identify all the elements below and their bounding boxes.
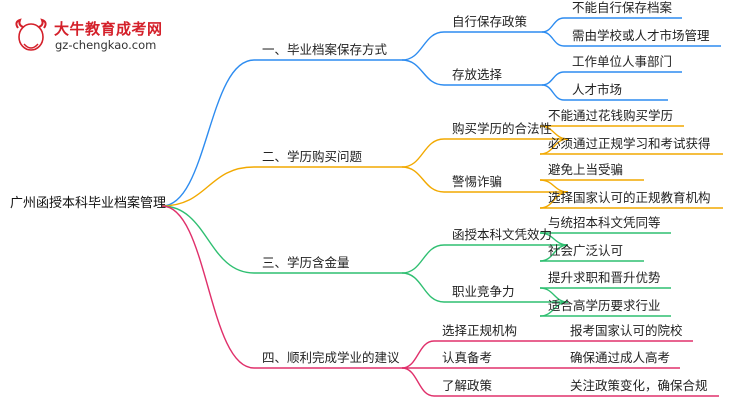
leaf-connector (541, 71, 565, 86)
branch-connector (161, 59, 255, 207)
subtopic-node: 购买学历的合法性 (452, 121, 553, 136)
leaf-connector (541, 17, 565, 33)
subtopic-node: 函授本科文凭效力 (452, 227, 553, 242)
subtopic-connector (401, 340, 435, 369)
bull-logo-icon (15, 18, 47, 51)
leaf-node: 需由学校或人才市场管理 (572, 28, 710, 43)
branch-node: 二、学历购买问题 (262, 149, 363, 164)
subtopic-connector (401, 138, 445, 168)
leaf-node: 关注政策变化，确保合规 (570, 378, 708, 393)
logo-title: 大牛教育成考网 (54, 20, 163, 38)
subtopic-connector (401, 166, 445, 193)
subtopic-connector (401, 367, 435, 397)
subtopic-node: 选择正规机构 (442, 323, 518, 338)
subtopic-connector (401, 59, 445, 86)
branch-node: 四、顺利完成学业的建议 (262, 350, 400, 365)
leaf-node: 提升求职和晋升优势 (548, 270, 661, 285)
branch-node: 一、毕业档案保存方式 (262, 42, 388, 57)
leaf-node: 报考国家认可的院校 (570, 323, 683, 338)
subtopic-node: 存放选择 (452, 67, 503, 82)
leaf-node: 必须通过正规学习和考试获得 (548, 136, 711, 151)
leaf-node: 不能自行保存档案 (572, 0, 673, 15)
subtopic-connector (401, 31, 445, 61)
leaf-node: 确保通过成人高考 (570, 350, 671, 365)
leaf-connector (541, 31, 565, 47)
leaf-connector (541, 84, 565, 101)
subtopic-node: 认真备考 (442, 350, 493, 365)
leaf-node: 避免上当受骗 (548, 162, 624, 177)
leaf-node: 工作单位人事部门 (572, 54, 673, 69)
branch-connector (161, 166, 255, 207)
subtopic-node: 自行保存政策 (452, 14, 528, 29)
leaf-node: 人才市场 (572, 82, 623, 97)
branch-connector (161, 205, 255, 369)
site-logo: 大牛教育成考网 gz-chengkao.com (12, 18, 192, 54)
leaf-node: 不能通过花钱购买学历 (548, 108, 674, 123)
leaf-node: 与统招本科文凭同等 (548, 215, 661, 230)
branch-node: 三、学历含金量 (262, 255, 350, 270)
subtopic-node: 警惕诈骗 (452, 174, 503, 189)
subtopic-connector (401, 272, 445, 303)
leaf-node: 选择国家认可的正规教育机构 (548, 190, 711, 205)
leaf-node: 适合高学历要求行业 (548, 298, 661, 313)
root-node: 广州函授本科毕业档案管理 (10, 196, 167, 211)
subtopic-node: 职业竞争力 (452, 284, 515, 299)
logo-url: gz-chengkao.com (55, 38, 157, 52)
leaf-node: 社会广泛认可 (548, 243, 624, 258)
branch-connector (161, 205, 255, 274)
subtopic-node: 了解政策 (442, 378, 493, 393)
subtopic-connector (401, 244, 445, 274)
